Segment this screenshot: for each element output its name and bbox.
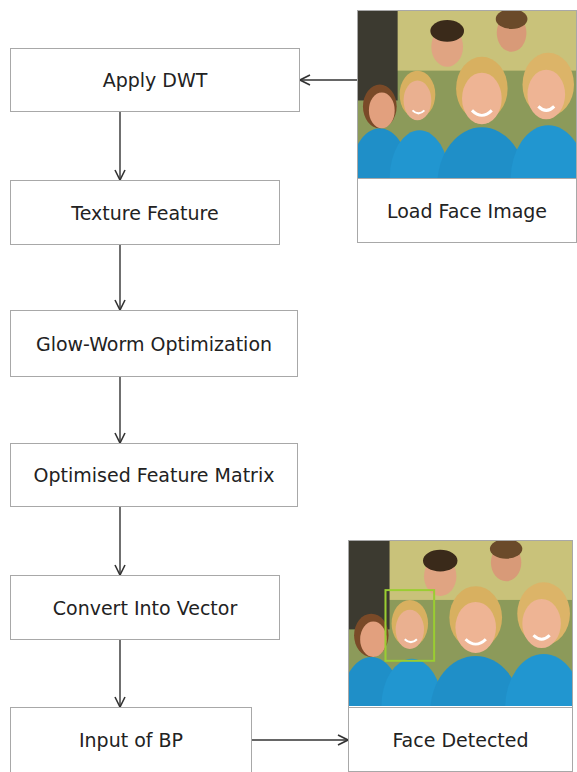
flow-arrow	[119, 377, 120, 443]
flow-arrow	[252, 739, 348, 740]
step-label: Glow-Worm Optimization	[36, 333, 272, 355]
step-label: Texture Feature	[71, 202, 218, 224]
flow-arrow	[119, 507, 120, 575]
step-label: Face Detected	[349, 707, 572, 771]
step-label: Load Face Image	[358, 178, 576, 242]
process-box: Optimised Feature Matrix	[10, 443, 298, 507]
step-label: Input of BP	[79, 729, 183, 751]
detection-box	[385, 590, 434, 661]
image-step-box: Face Detected	[348, 540, 573, 772]
group-photo	[358, 11, 576, 178]
process-box: Convert Into Vector	[10, 575, 280, 640]
flow-arrow	[119, 112, 120, 180]
process-box: Glow-Worm Optimization	[10, 310, 298, 377]
image-step-box: Load Face Image	[357, 10, 577, 243]
detected-photo	[349, 541, 572, 706]
flow-arrow	[119, 640, 120, 707]
step-label: Apply DWT	[103, 69, 208, 91]
step-label: Convert Into Vector	[53, 597, 237, 619]
flow-arrow	[119, 245, 120, 310]
process-box: Input of BP	[10, 707, 252, 772]
process-box: Texture Feature	[10, 180, 280, 245]
step-label: Optimised Feature Matrix	[34, 464, 275, 486]
flow-arrow	[300, 79, 357, 80]
process-box: Apply DWT	[10, 48, 300, 112]
